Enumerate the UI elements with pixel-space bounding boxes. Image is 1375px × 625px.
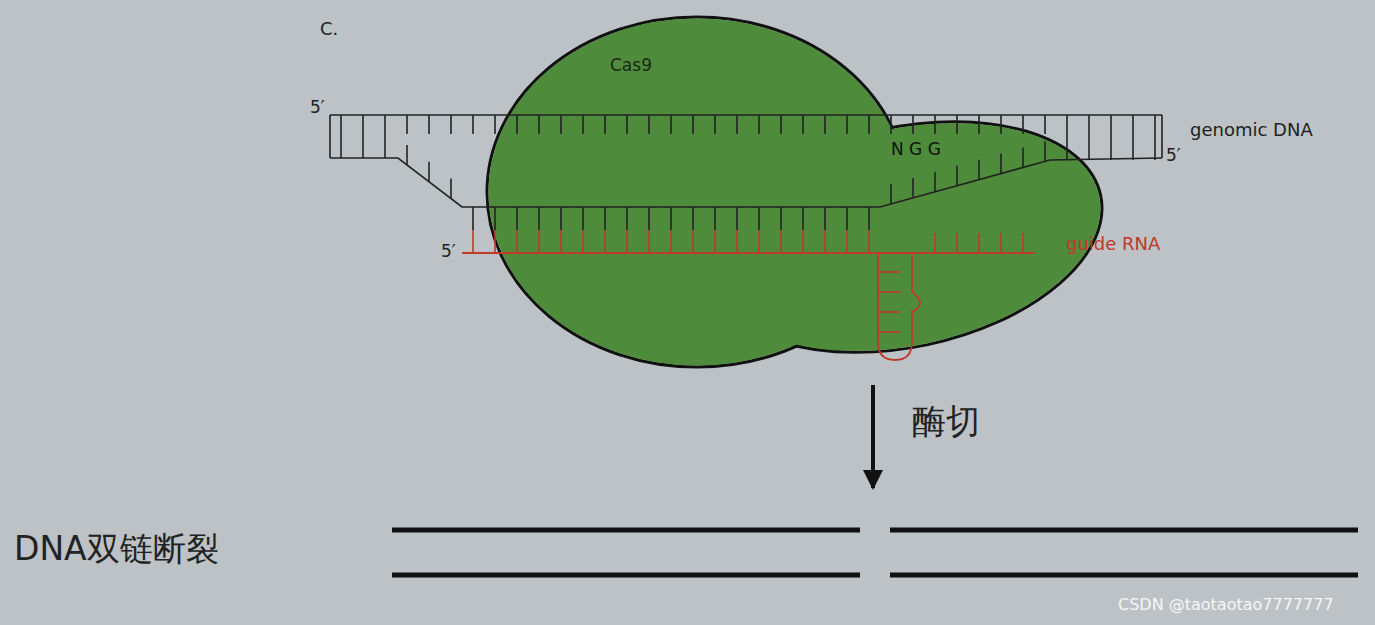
base-pair-tick	[1132, 115, 1134, 160]
strand-name: genomic DNA	[1190, 120, 1313, 141]
base-pair-tick	[1110, 115, 1112, 160]
base-pair-tick	[428, 162, 430, 182]
broken-dna	[392, 530, 1358, 575]
watermark: CSDN @taotaotao7777777	[1118, 596, 1334, 614]
step-label: 酶切	[912, 402, 980, 441]
base-pair-tick	[472, 230, 474, 253]
arrow	[871, 385, 875, 488]
strand-end: 5′	[1166, 146, 1181, 166]
base-pair-tick	[1154, 115, 1156, 160]
base-pair-tick	[450, 115, 452, 134]
base-pair-tick	[384, 115, 386, 158]
panel-letter: C.	[320, 19, 338, 40]
base-pair-tick	[472, 115, 474, 134]
strand-end: 5′	[441, 242, 456, 262]
result-label: DNA双链断裂	[14, 530, 219, 568]
base-pair-tick	[1088, 115, 1090, 160]
base-pair-tick	[428, 115, 430, 134]
cas9-outline	[485, 12, 1110, 374]
base-pair-tick	[1044, 115, 1046, 134]
pam-sequence: N G G	[891, 140, 941, 160]
strand-end: 5′	[310, 98, 325, 118]
strand-name: guide RNA	[1066, 234, 1160, 255]
base-pair-tick	[362, 115, 364, 158]
protein-name: Cas9	[610, 56, 652, 76]
base-pair-tick	[472, 207, 474, 230]
base-pair-tick	[406, 145, 408, 165]
cas9-protein: Cas9	[485, 12, 1110, 374]
base-pair-tick	[450, 179, 452, 199]
base-pair-tick	[494, 115, 496, 134]
base-pair-tick	[340, 115, 342, 158]
base-pair-tick	[406, 115, 408, 134]
